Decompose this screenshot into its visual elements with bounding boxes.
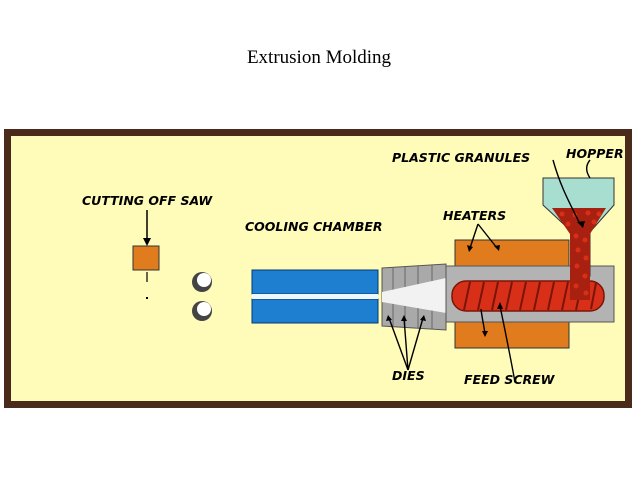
- label-cooling-chamber: COOLING CHAMBER: [245, 219, 383, 234]
- heater-top: [454, 239, 570, 267]
- label-cutting-off-saw: CUTTING OFF SAW: [82, 193, 213, 208]
- diagram-title: Extrusion Molding: [246, 47, 392, 68]
- label-heaters: HEATERS: [443, 208, 506, 223]
- cooling-chamber: [251, 269, 379, 324]
- label-dies: DIES: [392, 368, 425, 383]
- leader-arrowheads: [386, 221, 585, 337]
- label-feed-screw: FEED SCREW: [464, 372, 556, 387]
- label-plastic-granules: PLASTIC GRANULES: [392, 150, 530, 165]
- hopper: [542, 177, 615, 300]
- cutting-off-saw: [132, 210, 160, 299]
- dies: [381, 263, 447, 331]
- pull-rollers: [192, 272, 212, 321]
- heater-bottom: [454, 321, 570, 349]
- label-hopper: HOPPER: [566, 146, 624, 161]
